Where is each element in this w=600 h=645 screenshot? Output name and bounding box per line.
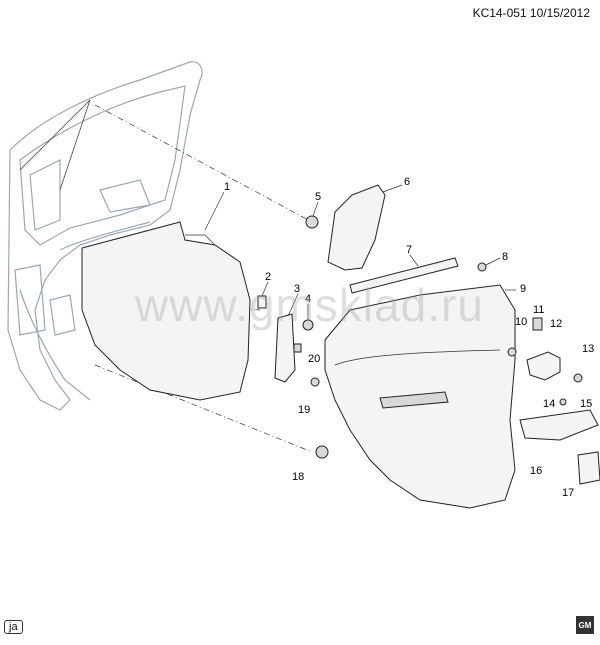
clip-part-18 — [315, 445, 329, 459]
callout-15: 15 — [580, 398, 592, 410]
callout-5: 5 — [315, 191, 321, 203]
clip-part-5 — [305, 215, 319, 229]
callout-4: 4 — [305, 293, 311, 305]
callout-9: 9 — [520, 283, 526, 295]
glass-line-2 — [59, 99, 91, 191]
callout-8: 8 — [502, 251, 508, 263]
callout-3: 3 — [294, 283, 300, 295]
glass-line — [19, 99, 91, 171]
callout-12: 12 — [550, 318, 562, 330]
language-badge: ja — [4, 620, 23, 634]
callout-1: 1 — [224, 181, 230, 193]
callout-6: 6 — [404, 176, 410, 188]
callout-7: 7 — [406, 244, 412, 256]
pull-handle-part-16 — [519, 409, 599, 441]
gm-logo-icon: GM — [576, 616, 594, 634]
callout-13: 13 — [582, 343, 594, 355]
screw-part-4 — [302, 319, 314, 331]
callout-20: 20 — [308, 353, 320, 365]
bracket-part-3 — [274, 313, 296, 383]
clip-part-8 — [477, 262, 487, 272]
water-deflector-part — [81, 221, 251, 401]
diagram-id: KC14-051 10/15/2012 — [472, 6, 590, 20]
callout-17: 17 — [562, 487, 574, 499]
callout-10: 10 — [515, 316, 527, 328]
callout-2: 2 — [265, 271, 271, 283]
screw-part-19 — [310, 377, 320, 387]
screw-part-13 — [573, 373, 583, 383]
clip-part-2 — [257, 295, 267, 309]
callout-16: 16 — [530, 465, 542, 477]
part-10 — [507, 347, 517, 357]
door-frame — [7, 61, 203, 411]
armrest-part — [379, 391, 449, 409]
callout-14: 14 — [543, 398, 555, 410]
sealing-strip-part-7 — [349, 257, 459, 294]
switch-part-17 — [577, 451, 600, 485]
part-11 — [532, 317, 543, 331]
handle-part-12 — [526, 351, 561, 381]
callout-19: 19 — [298, 404, 310, 416]
screw-part-14 — [559, 398, 567, 406]
clip-part-20 — [293, 343, 302, 353]
callout-11: 11 — [533, 304, 544, 316]
callout-18: 18 — [292, 471, 304, 483]
window-trim-part-6 — [327, 184, 386, 271]
callouts: 1 2 3 4 5 6 7 8 9 10 11 12 13 14 15 16 1… — [224, 176, 594, 499]
